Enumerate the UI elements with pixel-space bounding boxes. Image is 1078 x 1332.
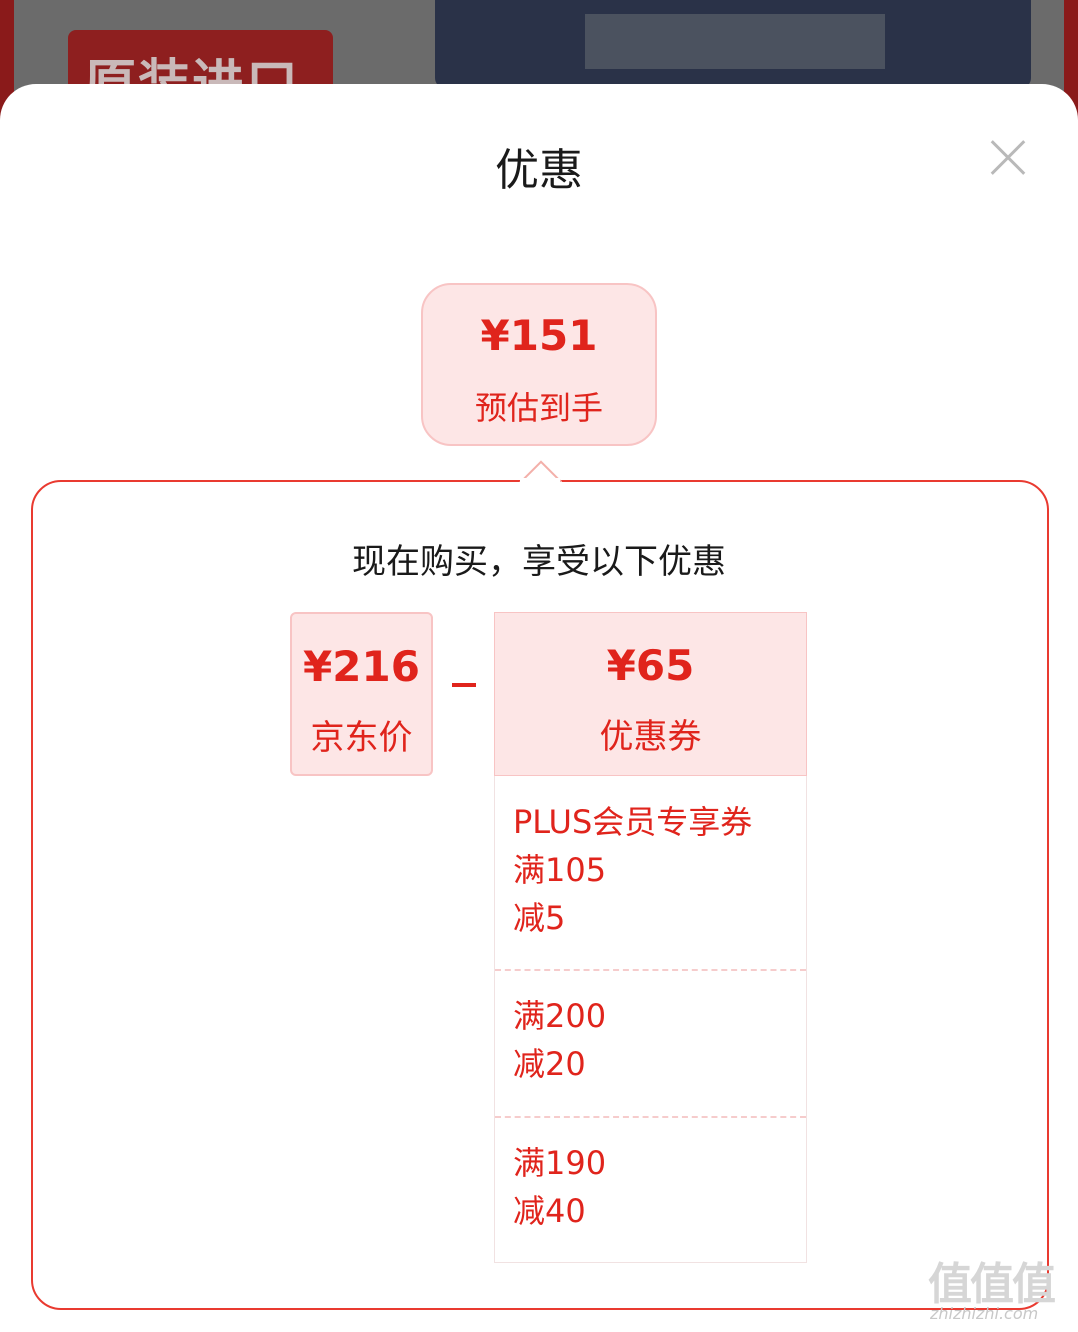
estimated-price-label: 预估到手 <box>474 389 603 427</box>
estimated-price-badge: ¥151 预估到手 <box>421 283 657 446</box>
estimated-price-amount: ¥151 <box>480 311 598 360</box>
sheet-title: 优惠 <box>495 145 583 196</box>
coupon-line: 满105 <box>513 851 607 889</box>
minus-icon <box>452 683 476 687</box>
watermark-site: zhizhizhi.com <box>930 1304 1039 1323</box>
close-icon[interactable] <box>988 138 1028 178</box>
background-edge-right <box>1064 0 1078 120</box>
jd-price-amount: ¥216 <box>303 642 420 691</box>
coupon-line: 减20 <box>513 1045 586 1083</box>
coupon-divider <box>495 1116 806 1118</box>
coupon-item: 满200 减20 <box>495 992 806 1114</box>
coupon-line: 减40 <box>513 1192 586 1230</box>
coupon-divider <box>495 969 806 971</box>
jd-price-label: 京东价 <box>310 718 413 758</box>
coupon-list: PLUS会员专享券 满105 减5 满200 减20 满190 减40 <box>494 776 807 1263</box>
coupon-total-label: 优惠券 <box>599 717 702 757</box>
coupon-line: 满200 <box>513 997 607 1035</box>
coupon-total-amount: ¥65 <box>606 641 695 690</box>
breakdown-intro: 现在购买，享受以下优惠 <box>352 542 726 582</box>
watermark-logo: 值值值 zhizhizhi.com <box>928 1248 1068 1328</box>
coupon-total-box: ¥65 优惠券 <box>494 612 807 776</box>
discount-sheet: 优惠 ¥151 预估到手 现在购买，享受以下优惠 ¥216 京东价 ¥65 优惠… <box>0 84 1078 1332</box>
coupon-line: 满190 <box>513 1144 607 1182</box>
jd-price-box: ¥216 京东价 <box>290 612 433 776</box>
background-edge-left <box>0 0 14 120</box>
coupon-line: 减5 <box>513 899 566 937</box>
coupon-item: PLUS会员专享券 满105 减5 <box>495 798 806 968</box>
watermark-logo-text: 值值值 <box>928 1259 1056 1310</box>
background-product-box <box>435 0 1031 88</box>
coupon-line: PLUS会员专享券 <box>513 803 753 841</box>
coupon-item: 满190 减40 <box>495 1139 806 1261</box>
